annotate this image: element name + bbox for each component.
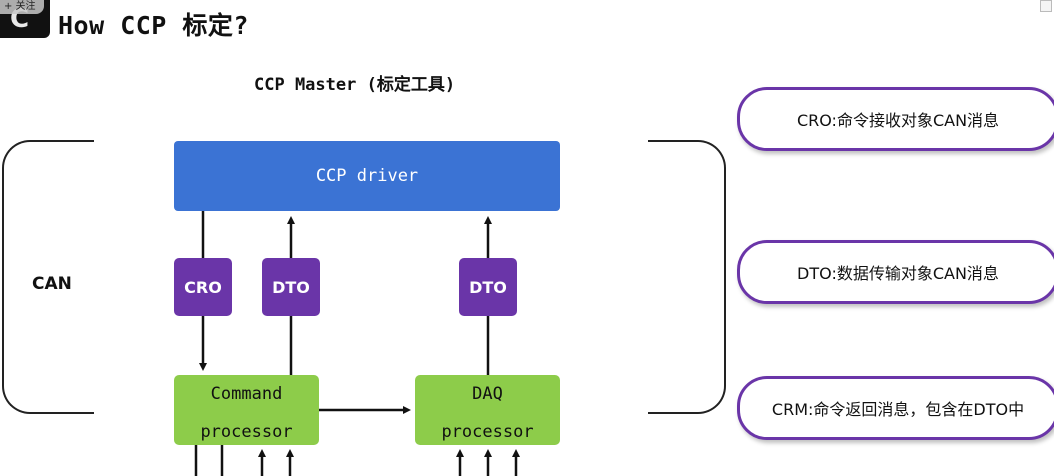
note-crm: CRM:命令返回消息，包含在DTO中	[737, 376, 1054, 440]
command-processor-box: Command processor	[174, 375, 319, 445]
dto-box: DTO	[459, 258, 517, 316]
daq-processor-line2: processor	[441, 422, 534, 442]
slide-title: How CCP 标定?	[58, 11, 249, 40]
dto-box: DTO	[262, 258, 320, 316]
ccp-driver-box: CCP driver	[174, 141, 560, 211]
follow-button[interactable]: + 关注	[0, 0, 44, 14]
daq-processor-box: DAQ processor	[415, 375, 560, 445]
command-processor-line2: processor	[200, 422, 293, 442]
left-bracket	[2, 140, 94, 414]
can-label: CAN	[32, 274, 72, 294]
right-bracket	[648, 140, 726, 414]
master-title: CCP Master (标定工具)	[254, 75, 456, 95]
daq-processor-line1: DAQ	[472, 384, 503, 404]
window-icon[interactable]	[1040, 0, 1052, 12]
note-cro: CRO:命令接收对象CAN消息	[737, 87, 1054, 151]
note-dto: DTO:数据传输对象CAN消息	[737, 240, 1054, 304]
cro-box: CRO	[174, 258, 232, 316]
command-processor-line1: Command	[210, 384, 283, 404]
